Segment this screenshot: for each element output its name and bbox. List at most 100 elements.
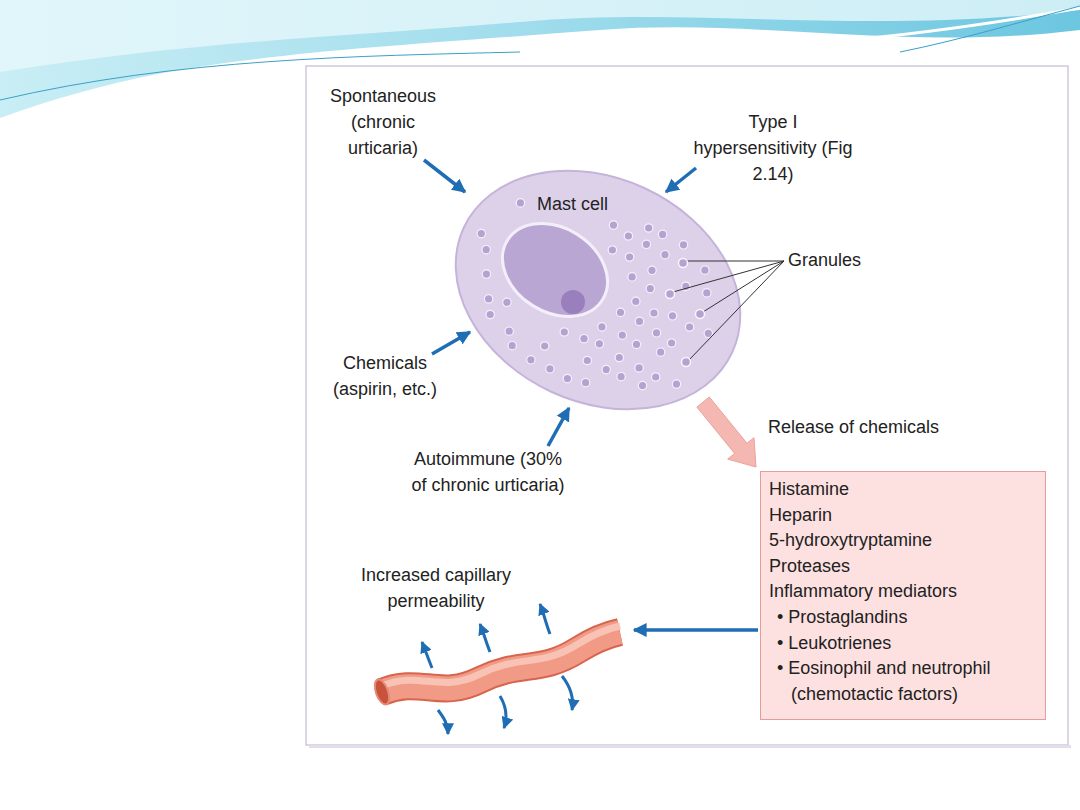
leader-line: [703, 261, 784, 312]
granule: [618, 331, 626, 339]
cell-membrane: [417, 126, 780, 454]
granule: [598, 323, 606, 331]
figure-frame: [306, 66, 1068, 745]
granule: [668, 312, 676, 320]
frame-shadow: [309, 745, 1071, 748]
granule: [583, 356, 591, 364]
granule: [645, 224, 653, 232]
granule: [696, 310, 705, 319]
granule: [609, 221, 617, 229]
node-text: Heparin: [769, 503, 1037, 529]
granule: [581, 379, 589, 387]
node-text: • Leukotrienes: [769, 631, 1037, 657]
granule: [648, 266, 656, 274]
node-text: Increased capillary permeability: [340, 562, 532, 614]
granule: [679, 241, 687, 249]
granule: [658, 230, 666, 238]
mast-cell: Mast cell: [443, 155, 753, 425]
annotation-label: Chemicals (aspirin, etc.): [316, 350, 454, 402]
granule: [703, 289, 711, 297]
granule: [595, 340, 603, 348]
header-swoosh: [0, 0, 1080, 72]
granule: [661, 251, 669, 259]
leak-arrow: [500, 696, 506, 728]
leader-line: [689, 261, 784, 360]
granule: [563, 374, 571, 382]
nucleolus: [561, 290, 585, 314]
annotation-label: Type I hypersensitivity (Fig 2.14): [688, 109, 858, 187]
granule: [672, 380, 680, 388]
granule: [624, 232, 632, 240]
granule: [617, 373, 625, 381]
granule: [656, 348, 664, 356]
granule: [608, 246, 616, 254]
annotation-label: Autoimmune (30% of chronic urticaria): [410, 446, 566, 498]
leak-arrow: [422, 642, 432, 668]
swoosh-line: [900, 6, 1080, 52]
leak-arrow: [562, 676, 573, 710]
granule: [482, 270, 490, 278]
granule: [628, 273, 636, 281]
granule: [546, 365, 554, 373]
edge-label: Release of chemicals: [768, 414, 939, 440]
granule: [652, 373, 660, 381]
granule: [560, 328, 568, 336]
granule: [625, 253, 633, 261]
leak-arrow: [480, 624, 490, 652]
leak-arrow: [438, 710, 448, 734]
node-text: 5-hydroxytryptamine: [769, 528, 1037, 554]
blood-vessel: Increased capillary permeability: [340, 560, 630, 735]
cell-nucleus: [485, 205, 624, 336]
granule: [682, 358, 691, 367]
granule: [484, 295, 492, 303]
annotation-label: Spontaneous (chronic urticaria): [322, 83, 444, 161]
granule: [508, 342, 516, 350]
node-text: Proteases: [769, 554, 1037, 580]
granule: [477, 229, 485, 237]
granule: [701, 266, 709, 274]
granule: [505, 327, 513, 335]
granule: [541, 342, 549, 350]
granule: [685, 323, 693, 331]
granule: [638, 381, 646, 389]
vessel-drawing: [340, 560, 630, 735]
node-text: • Prostaglandins: [769, 605, 1037, 631]
node-text: Mast cell: [537, 192, 608, 216]
granule: [516, 199, 524, 207]
granule: [635, 364, 643, 372]
granule: [503, 298, 511, 306]
granule: [482, 246, 490, 254]
granule: [632, 340, 640, 348]
cause-arrow: [548, 408, 569, 446]
node-text: Inflammatory mediators: [769, 579, 1037, 605]
granule: [667, 339, 675, 347]
granule: [602, 365, 610, 373]
node-text: Histamine: [769, 477, 1037, 503]
vessel-lumen: [372, 678, 392, 707]
leader-line: [686, 261, 784, 262]
granule: [527, 356, 535, 364]
mediator-box: HistamineHeparin5-hydroxytryptamineProte…: [760, 471, 1046, 720]
granule: [650, 309, 658, 317]
granule: [615, 353, 623, 361]
leak-arrow: [540, 604, 550, 634]
granule: [632, 297, 640, 305]
granule: [580, 335, 588, 343]
cause-arrow: [432, 332, 470, 354]
annotation-label: Granules: [788, 247, 888, 273]
vessel-highlight: [382, 626, 620, 686]
cause-arrow: [424, 160, 465, 192]
node-text: • Eosinophil and neutrophil (chemotactic…: [769, 656, 1037, 707]
granule: [616, 308, 624, 316]
granule: [486, 310, 494, 318]
leader-line: [673, 261, 784, 292]
effect-arrow: [634, 628, 758, 632]
granule: [652, 329, 660, 337]
granule: [679, 259, 688, 268]
release-arrow: [697, 397, 756, 467]
granule: [635, 317, 643, 325]
cause-arrow: [666, 168, 696, 192]
granule: [646, 284, 654, 292]
granule: [642, 240, 650, 248]
granule: [666, 290, 675, 299]
